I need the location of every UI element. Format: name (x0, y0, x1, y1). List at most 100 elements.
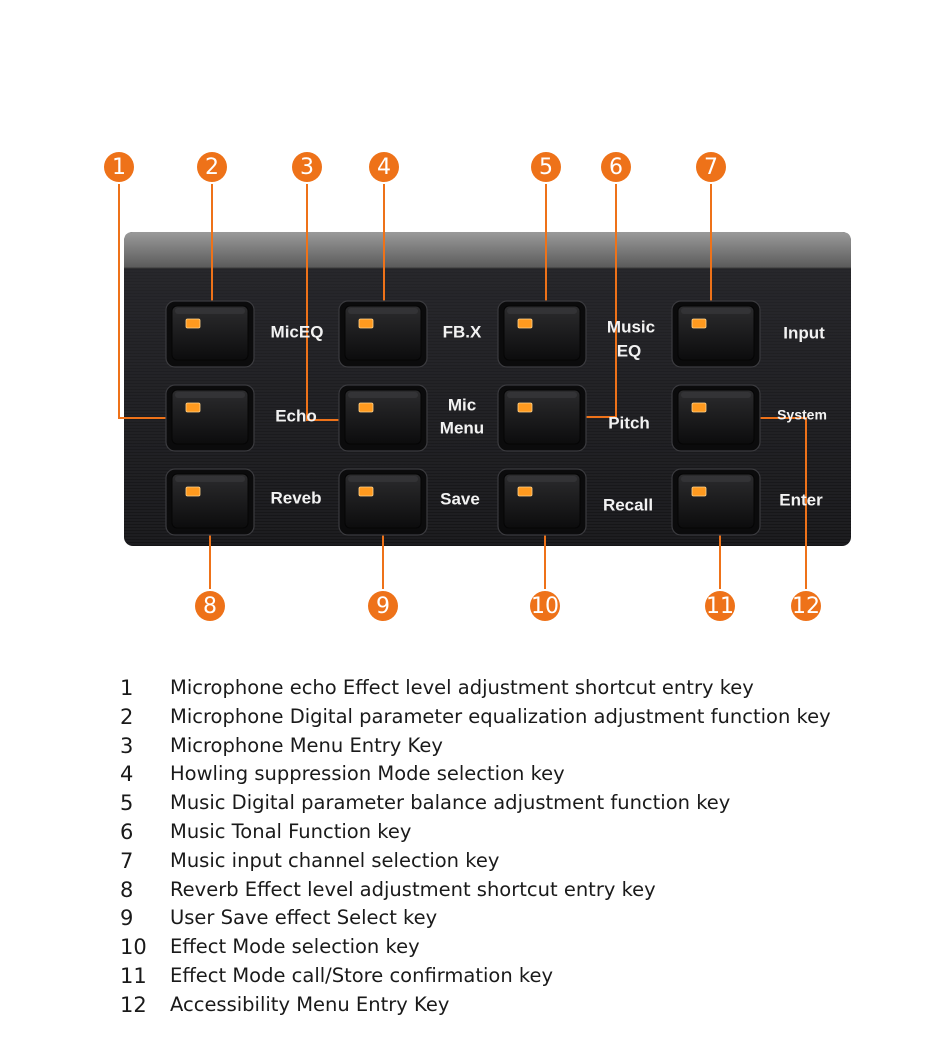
leader-line-6 (584, 184, 617, 418)
key-label-pitch: Pitch (608, 413, 650, 432)
callout-number: 6 (609, 155, 623, 180)
key-reveb[interactable] (165, 468, 255, 536)
callout-11: 11 (705, 591, 735, 621)
callout-number: 5 (539, 155, 553, 180)
legend-item: 7 Music input channel selection key (120, 847, 880, 876)
callout-number: 1 (112, 155, 126, 180)
legend-number: 3 (120, 733, 134, 758)
legend-item: 4 Howling suppression Mode selection key (120, 760, 880, 789)
legend-description: Reverb Effect level adjustment shortcut … (170, 877, 656, 901)
key-save[interactable] (338, 468, 428, 536)
callout-1: 1 (104, 152, 134, 182)
callout-7: 7 (696, 152, 726, 182)
leader-line-12 (756, 417, 807, 589)
key-system[interactable] (671, 384, 761, 452)
legend-number: 2 (120, 704, 134, 729)
callout-number: 4 (377, 155, 391, 180)
callout-number: 3 (300, 155, 314, 180)
legend-description: Effect Mode call/Store confirmation key (170, 963, 554, 987)
legend-number: 10 (120, 935, 147, 960)
callout-number: 7 (704, 155, 718, 180)
led-indicator (691, 318, 707, 329)
callout-9: 9 (368, 591, 398, 621)
legend-description: Music input channel selection key (170, 848, 500, 872)
callout-10: 10 (530, 591, 560, 621)
key-label-system: System (777, 407, 827, 423)
callout-5: 5 (531, 152, 561, 182)
legend-list: 1 Microphone echo Effect level adjustment… (120, 674, 880, 1020)
legend-number: 11 (120, 963, 147, 988)
legend-number: 1 (120, 676, 134, 700)
callout-number: 2 (205, 155, 219, 180)
key-label-fbx: FB.X (443, 322, 482, 341)
led-indicator (517, 318, 533, 329)
legend-item: 8 Reverb Effect level adjustment shortcut… (120, 876, 880, 905)
key-mic-menu[interactable] (338, 384, 428, 452)
key-mic-eq[interactable] (165, 300, 255, 368)
key-echo[interactable] (165, 384, 255, 452)
callout-number: 12 (792, 594, 820, 619)
legend-item: 1 Microphone echo Effect level adjustment… (120, 674, 880, 703)
legend-item: 12 Accessibility Menu Entry Key (120, 991, 880, 1020)
legend-description: User Save effect Select key (170, 906, 438, 930)
legend-item: 10 Effect Mode selection key (120, 933, 880, 962)
callout-number: 8 (203, 594, 217, 619)
legend-description: Howling suppression Mode selection key (170, 762, 565, 786)
legend-description: Microphone Digital parameter equalizatio… (170, 704, 831, 728)
led-indicator (358, 318, 374, 329)
key-label-save: Save (440, 489, 480, 508)
leader-line-1 (118, 184, 172, 419)
key-fbx[interactable] (338, 300, 428, 368)
led-indicator (185, 486, 201, 497)
legend-number: 4 (120, 762, 134, 787)
key-input[interactable] (671, 300, 761, 368)
legend-number: 12 (120, 992, 147, 1017)
callout-number: 11 (706, 594, 734, 619)
key-label-recall: Recall (603, 495, 653, 514)
key-pitch[interactable] (497, 384, 587, 452)
led-indicator (691, 402, 707, 413)
legend-item: 5 Music Digital parameter balance adjustm… (120, 789, 880, 818)
leader-line-3 (306, 184, 344, 421)
legend-description: Music Tonal Function key (170, 819, 412, 843)
legend-number: 8 (120, 877, 134, 902)
key-label-mic-menu: Menu (440, 418, 484, 437)
legend-description: Accessibility Menu Entry Key (170, 992, 450, 1016)
legend-item: 9 User Save effect Select key (120, 904, 880, 933)
callout-2: 2 (197, 152, 227, 182)
led-indicator (517, 402, 533, 413)
legend-description: Effect Mode selection key (170, 935, 420, 959)
legend-description: Microphone Menu Entry Key (170, 733, 443, 757)
key-enter[interactable] (671, 468, 761, 536)
legend-description: Music Digital parameter balance adjustme… (170, 791, 731, 815)
key-label-mic-eq: MicEQ (271, 322, 324, 341)
callout-8: 8 (195, 591, 225, 621)
led-indicator (517, 486, 533, 497)
led-indicator (185, 402, 201, 413)
led-indicator (358, 486, 374, 497)
legend-item: 3 Microphone Menu Entry Key (120, 732, 880, 761)
key-label-mic-menu: Mic (448, 395, 476, 414)
key-label-music-eq: Music (607, 317, 655, 336)
callout-6: 6 (601, 152, 631, 182)
legend-number: 7 (120, 848, 134, 873)
legend-item: 2 Microphone Digital parameter equalizati… (120, 703, 880, 732)
key-label-music-eq: EQ (617, 341, 642, 360)
legend-item: 6 Music Tonal Function key (120, 818, 880, 847)
device-panel (124, 232, 851, 546)
key-label-echo: Echo (275, 406, 317, 425)
led-indicator (185, 318, 201, 329)
key-label-input: Input (783, 323, 825, 342)
key-label-reveb: Reveb (270, 488, 321, 507)
callout-number: 9 (376, 594, 390, 619)
legend-item: 11 Effect Mode call/Store confirmation ke… (120, 962, 880, 991)
legend-description: Microphone echo Effect level adjustment … (170, 676, 754, 699)
led-indicator (691, 486, 707, 497)
legend-number: 6 (120, 819, 134, 844)
callout-4: 4 (369, 152, 399, 182)
key-music-eq[interactable] (497, 300, 587, 368)
key-recall[interactable] (497, 468, 587, 536)
legend-number: 9 (120, 906, 134, 931)
legend-number: 5 (120, 791, 134, 816)
